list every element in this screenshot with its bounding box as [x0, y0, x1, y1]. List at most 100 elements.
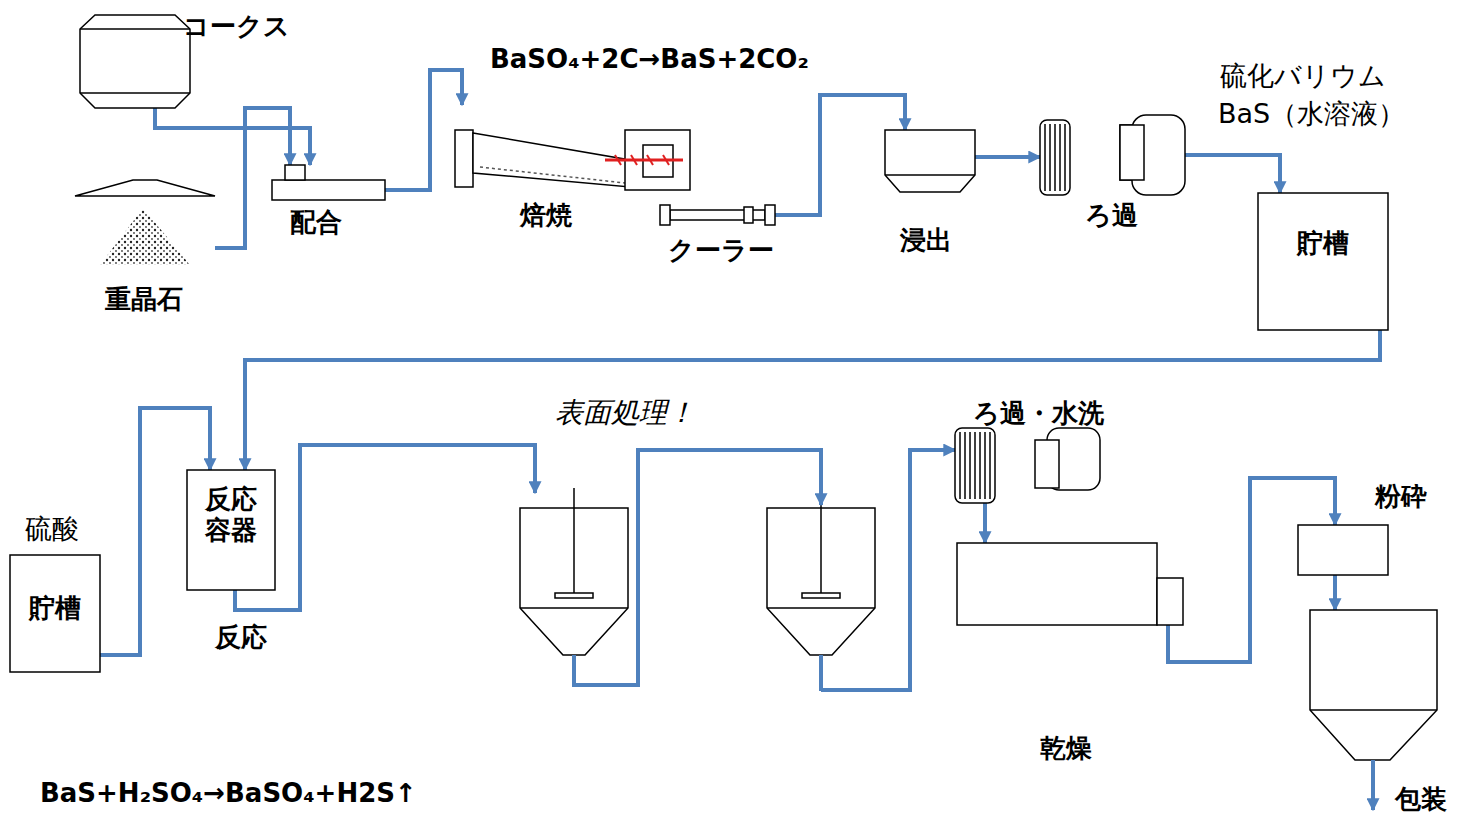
equipment-outline: [885, 130, 975, 192]
pipe-line: [615, 155, 621, 165]
equipment-unit: 包装: [1310, 610, 1437, 775]
pipe-line: [1371, 760, 1375, 810]
equipment-unit: 乾燥: [957, 543, 1183, 625]
equipment-label: 貯槽: [1297, 228, 1349, 259]
equipment-outline: [1310, 610, 1437, 775]
pipe-line: [647, 155, 653, 165]
outline-part: [555, 593, 593, 598]
outline-part: [10, 555, 100, 672]
outline-part: [744, 207, 753, 223]
equipment-label: コークス: [183, 11, 290, 42]
equipment-label: ろ過・水洗: [973, 398, 1104, 429]
equipment-outline: [455, 105, 690, 190]
equipment-label: 粉砕: [1375, 481, 1427, 512]
pipe-line: [989, 432, 991, 499]
pipe-line: [1310, 709, 1437, 711]
outline-part: [455, 130, 473, 187]
pipe-line: [885, 174, 975, 176]
pipe-line: [969, 432, 971, 499]
pipe-line: [1059, 124, 1061, 191]
equipment-unit: ろ過: [1040, 115, 1185, 195]
outline-part: [802, 593, 840, 598]
outline-part: [187, 470, 275, 590]
outline-part: [80, 15, 190, 108]
pipe-line: [1064, 124, 1066, 191]
outline-part: [75, 180, 215, 196]
flow-pipe: [1333, 575, 1337, 610]
outline-part: [1120, 125, 1144, 180]
pipe-line: [974, 432, 976, 499]
equipment-label: 焙焼: [520, 200, 572, 231]
pipe-line: [984, 432, 986, 499]
pipe-line: [480, 167, 625, 183]
equipment-unit: 重晶石: [75, 180, 215, 265]
equipment-label: 包装: [1395, 784, 1447, 815]
pipe-line: [574, 450, 821, 685]
equipment-outline: [660, 205, 775, 225]
equipment-label: クーラー: [668, 235, 774, 266]
tank-box: 反応容器反応: [187, 470, 275, 590]
tank-box: 硫酸貯槽: [10, 555, 100, 672]
stream-label: 硫化バリウム: [1220, 60, 1386, 92]
flow-pipe: [983, 503, 987, 543]
equipment-label: 浸出: [900, 225, 952, 256]
equipment-label: 乾燥: [1040, 733, 1092, 764]
equipment-outline: [955, 428, 1100, 503]
equipment-unit: 浸出: [885, 130, 975, 192]
equipment-unit: 表面処理！: [515, 493, 880, 690]
equipment-label: 硫酸: [25, 513, 79, 545]
equipment-unit: コークス: [80, 15, 190, 108]
equipment-outline: [1040, 115, 1185, 195]
equipment-label: 重晶石: [105, 284, 183, 315]
stream-label: BaS（水溶液）: [1218, 98, 1405, 130]
flow-pipe: [1185, 155, 1280, 193]
equipment-label: 反応容器: [202, 484, 260, 546]
reaction-equation: BaSO₄+2C→BaS+2CO₂: [490, 44, 809, 75]
flow-pipe: [975, 155, 1040, 159]
equipment-unit: クーラー: [660, 205, 775, 225]
equipment-outline: [1258, 193, 1388, 330]
equipment-unit: 焙焼: [455, 105, 690, 190]
pipe-line: [520, 607, 628, 609]
outline-part: [765, 205, 775, 225]
equipment-label: 反応: [215, 622, 267, 653]
outline-part: [957, 543, 1157, 625]
outline-part: [1310, 610, 1437, 760]
pipe-line: [767, 607, 875, 609]
flow-pipe: [385, 70, 462, 190]
pipe-line: [1054, 124, 1056, 191]
outline-part: [1157, 578, 1183, 625]
outline-part: [660, 205, 670, 225]
flow-pipe: [235, 445, 535, 610]
pipe-line: [959, 432, 961, 499]
pipe-line: [573, 488, 575, 596]
equipment-outline: [515, 493, 880, 690]
equipment-label: 配合: [290, 207, 342, 238]
pipe-line: [631, 155, 637, 165]
outline-part: [885, 130, 975, 192]
outline-part: [1040, 120, 1070, 195]
equipment-outline: [80, 15, 190, 108]
outline-part: [1298, 525, 1388, 575]
outline-part: [272, 180, 385, 200]
reaction-equation: BaS+H₂SO₄→BaSO₄+H2S↑: [40, 778, 417, 809]
flow-pipe: [215, 108, 290, 248]
ore-pile: [100, 208, 190, 265]
tank-box: 粉砕: [1298, 525, 1388, 575]
outline-part: [1258, 193, 1388, 330]
flow-pipe: [155, 108, 310, 165]
equipment-label: ろ過: [1085, 200, 1138, 231]
equipment-label: 表面処理！: [555, 396, 695, 430]
pipe-line: [819, 655, 823, 691]
pipe-line: [663, 155, 669, 165]
pipe-line: [80, 28, 190, 30]
outline-part: [285, 165, 305, 180]
equipment-unit: ろ過・水洗: [955, 428, 1100, 503]
equipment-outline: [272, 165, 385, 200]
pipe-line: [80, 92, 190, 94]
equipment-unit: 配合: [272, 165, 385, 200]
pipe-line: [979, 432, 981, 499]
outline-part: [955, 428, 995, 503]
pipe-line: [1049, 124, 1051, 191]
